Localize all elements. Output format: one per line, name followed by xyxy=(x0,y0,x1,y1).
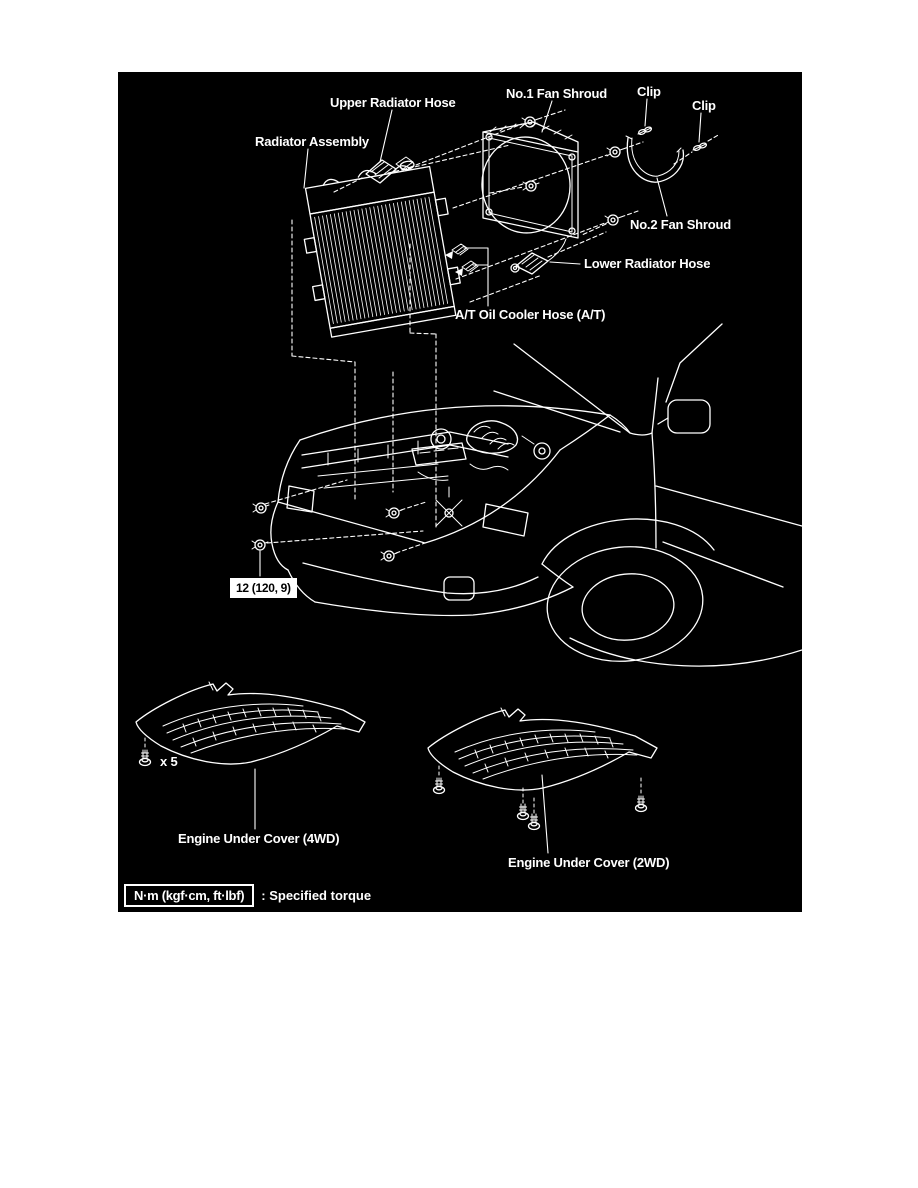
legend-units-box: N·m (kgf·cm, ft·lbf) xyxy=(124,884,255,907)
clip-art-top xyxy=(637,126,653,136)
cover-screws-art xyxy=(138,737,648,831)
label-clip-top: Clip xyxy=(637,84,661,99)
legend: N·m (kgf·cm, ft·lbf) : Specified torque xyxy=(124,884,371,907)
fan-shroud-1-art xyxy=(481,121,579,239)
label-lower-radiator-hose: Lower Radiator Hose xyxy=(584,256,711,271)
legend-description: : Specified torque xyxy=(261,888,372,903)
upper-hose-art xyxy=(365,156,414,184)
label-bolt-count: x 5 xyxy=(160,754,178,769)
lower-hose-art xyxy=(510,238,567,275)
label-no1-fan-shroud: No.1 Fan Shroud xyxy=(506,86,608,101)
diagram-panel: Upper Radiator Hose No.1 Fan Shroud Clip… xyxy=(118,72,802,912)
label-radiator-assembly: Radiator Assembly xyxy=(255,134,369,149)
mounting-bolts-art xyxy=(251,116,624,562)
diagram-art xyxy=(135,98,802,854)
torque-spec-badge: 12 (120, 9) xyxy=(230,578,297,598)
oil-cooler-fittings-art xyxy=(445,243,479,276)
label-upper-radiator-hose: Upper Radiator Hose xyxy=(330,95,456,110)
label-no2-fan-shroud: No.2 Fan Shroud xyxy=(630,217,732,232)
projection-lines-art xyxy=(264,109,721,554)
label-engine-under-cover-2wd: Engine Under Cover (2WD) xyxy=(508,855,670,870)
radiator-art xyxy=(303,160,461,338)
truck-front-art xyxy=(270,323,802,667)
fan-shroud-2-art xyxy=(625,135,685,183)
label-at-oil-cooler-hose: A/T Oil Cooler Hose (A/T) xyxy=(455,307,606,322)
clip-art-right xyxy=(692,142,708,152)
label-engine-under-cover-4wd: Engine Under Cover (4WD) xyxy=(178,831,340,846)
under-cover-4wd-art xyxy=(135,681,366,765)
label-clip-right: Clip xyxy=(692,98,716,113)
leader-lines-art xyxy=(254,98,702,854)
